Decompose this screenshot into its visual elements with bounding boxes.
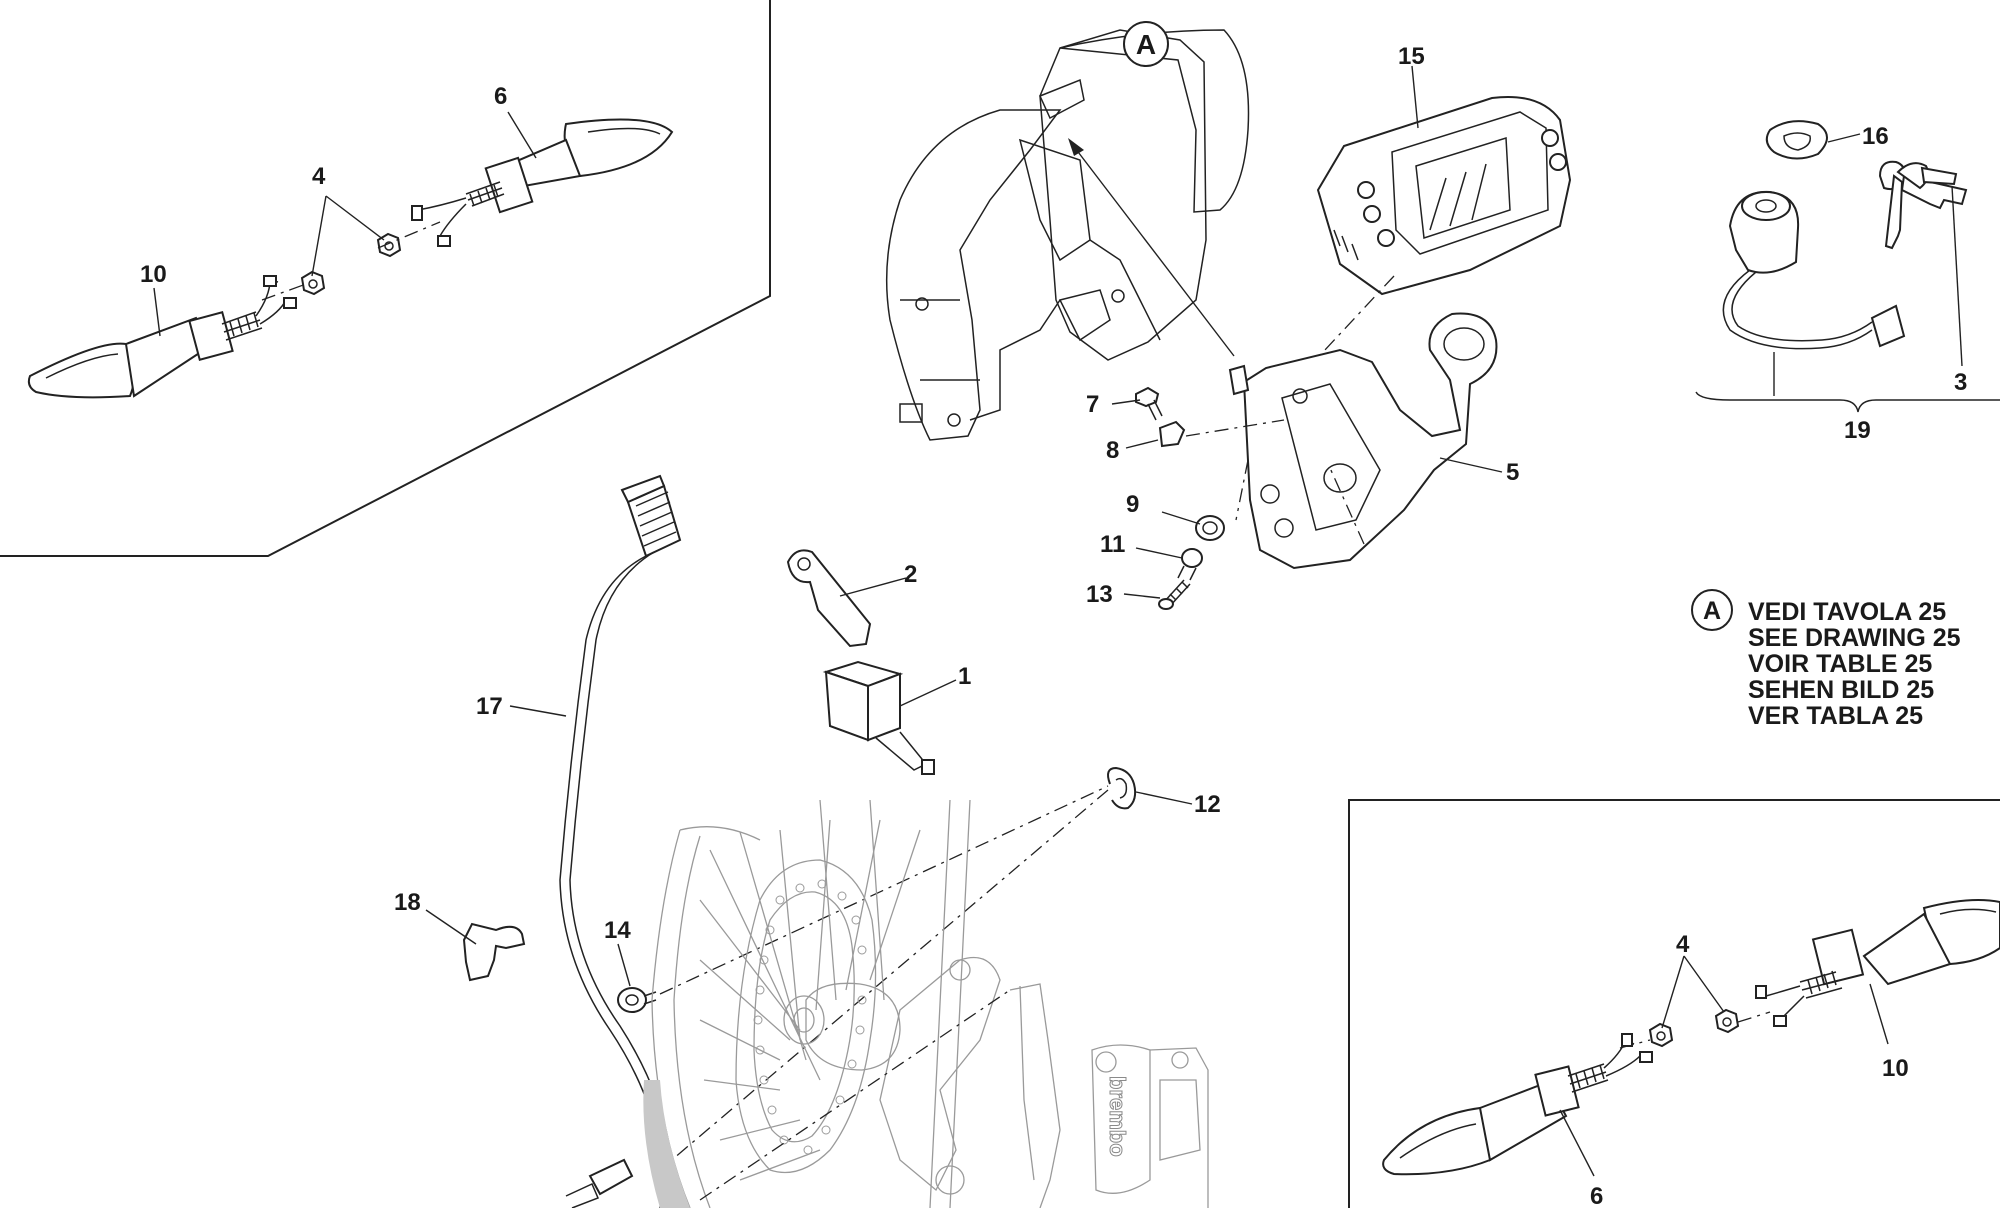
leader-7: [1111, 399, 1141, 405]
note-line-4: SEHEN BILD 25: [1748, 676, 1934, 704]
callout-5: 5: [1506, 459, 1519, 486]
circlip-12: [1107, 766, 1137, 810]
turn-indicator-left-assembly: [27, 118, 674, 399]
callout-3: 3: [1954, 369, 1967, 396]
leader-17: [509, 705, 567, 717]
note-A-circle: [1691, 589, 1733, 631]
reference-A-letter: A: [1136, 29, 1156, 60]
front-wheel-ghost: [643, 799, 1209, 1208]
ignition-lock: [1722, 190, 1906, 350]
callout-15: 15: [1398, 43, 1425, 70]
inset-frame-top-left: [0, 0, 771, 557]
callout-14: 14: [604, 917, 631, 944]
callout-16: 16: [1862, 123, 1889, 150]
note-line-1: VEDI TAVOLA 25: [1748, 598, 1946, 626]
callout-4-bottom: 4: [1676, 931, 1690, 958]
leader-8: [1125, 439, 1159, 449]
leader-6a: [507, 111, 537, 159]
dash-circlip-12: [659, 789, 1109, 1171]
fastener-7: [1135, 386, 1163, 421]
mounting-bracket: [1228, 312, 1498, 570]
leader-10b: [1869, 983, 1889, 1045]
callout-1: 1: [958, 663, 971, 690]
dash-bracket-centerline: [1235, 459, 1365, 545]
bracket-plate-2: [786, 549, 872, 648]
callout-9: 9: [1126, 491, 1139, 518]
fastener-9: [1195, 515, 1225, 541]
note-line-3: VOIR TABLE 25: [1748, 650, 1932, 678]
leader-1: [899, 679, 957, 707]
callout-18: 18: [394, 889, 421, 916]
relay-1: [822, 660, 935, 775]
callout-13: 13: [1086, 581, 1113, 608]
leader-11: [1135, 547, 1183, 559]
leader-2: [839, 577, 907, 597]
leader-9: [1161, 511, 1201, 525]
fastener-13: [1158, 579, 1191, 610]
leader-3: [1951, 185, 1963, 367]
callout-6-bottom: 6: [1590, 1183, 1603, 1208]
leader-5: [1439, 457, 1503, 473]
leader-13: [1123, 593, 1161, 599]
callout-17: 17: [476, 693, 503, 720]
callout-12: 12: [1194, 791, 1221, 818]
dash-grommet-14: [659, 785, 1109, 995]
leader-14: [617, 943, 631, 987]
callout-11: 11: [1100, 531, 1125, 558]
callout-6-top: 6: [494, 83, 507, 110]
leader-6b: [1559, 1109, 1595, 1177]
cable-clip-18: [462, 922, 526, 982]
arrow-to-fairing: [1071, 143, 1235, 357]
leader-18: [425, 909, 477, 945]
leader-10a: [153, 287, 161, 337]
leader-12: [1135, 791, 1193, 805]
inset-frame-bottom-right: [1348, 799, 2000, 1208]
callout-4-top: 4: [312, 163, 326, 190]
fastener-11: [1177, 548, 1203, 581]
arrow-head: [1068, 138, 1084, 156]
dash-wheel-axis: [699, 989, 1011, 1201]
leader-4a: [311, 195, 385, 277]
headlight-fairing: [885, 29, 1250, 441]
callout-10-bottom: 10: [1882, 1055, 1909, 1082]
reference-A-circle: [1123, 21, 1169, 67]
note-line-2: SEE DRAWING 25: [1748, 624, 1961, 652]
grommet-14: [617, 987, 657, 1013]
leader-16: [1827, 133, 1861, 143]
note-line-5: VER TABLA 25: [1748, 702, 1923, 730]
callout-7: 7: [1086, 391, 1099, 418]
ignition-keys: [1878, 160, 1968, 250]
callout-19: 19: [1844, 417, 1871, 444]
leader-4b: [1661, 955, 1725, 1029]
fastener-8: [1158, 420, 1186, 448]
wiring-harness-17: [559, 474, 682, 1208]
instrument-panel: [1316, 96, 1572, 296]
turn-indicator-right-assembly: [1382, 899, 2000, 1176]
ignition-washer-16: [1765, 120, 1828, 160]
caliper-brand-marking: brembo: [1105, 1076, 1130, 1157]
dash-fastener-8: [1185, 419, 1285, 437]
note-A-letter: A: [1703, 597, 1721, 625]
callout-10-top: 10: [140, 261, 167, 288]
brace-19: [1695, 391, 2000, 413]
callout-8: 8: [1106, 437, 1119, 464]
leader-15: [1411, 65, 1419, 129]
callout-2: 2: [904, 561, 917, 588]
